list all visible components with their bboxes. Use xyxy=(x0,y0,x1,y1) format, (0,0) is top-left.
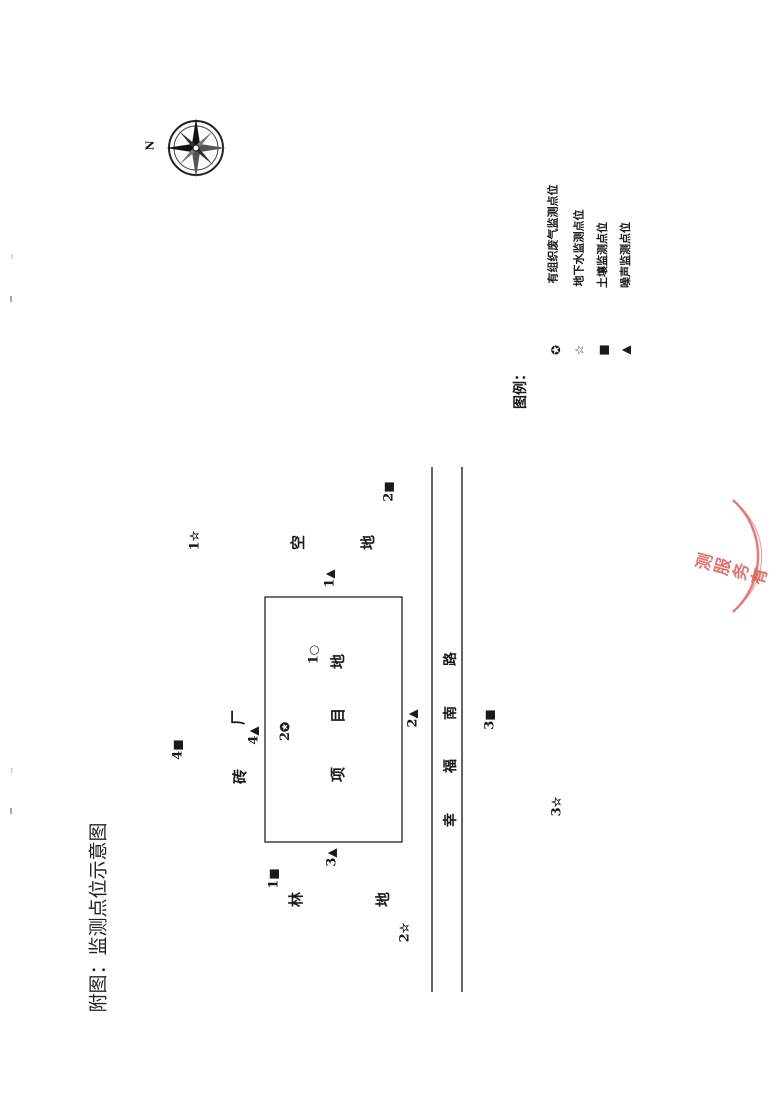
legend-text-exhaust: 有组织废气监测点位 xyxy=(546,184,560,284)
point-label: 2 xyxy=(397,933,413,943)
legend-symbol-noise: ▲ xyxy=(618,345,633,355)
point-groundwater-1: 1☆ xyxy=(187,531,202,551)
point-noise-2: 2▲ xyxy=(406,709,421,727)
point-groundwater-2: 2☆ xyxy=(397,923,412,943)
point-exhaust-1: 1○ xyxy=(306,645,321,665)
road-name-char-3: 南 xyxy=(443,706,459,720)
square-icon: ■ xyxy=(170,739,185,751)
red-seal-stamp xyxy=(732,499,763,613)
point-noise-3: 3▲ xyxy=(325,848,340,866)
point-label: 4 xyxy=(246,735,262,745)
triangle-icon: ▲ xyxy=(322,569,337,579)
point-label: 1 xyxy=(322,578,338,588)
square-icon: ■ xyxy=(266,868,281,880)
legend-symbol-soil: ■ xyxy=(596,344,611,356)
road-name-char-2: 福 xyxy=(443,759,459,773)
point-label: 1 xyxy=(266,879,282,889)
legend-symbol-exhaust: ✪ xyxy=(549,344,564,356)
point-soil-2: 2■ xyxy=(382,481,397,501)
area-label-vacant-2: 地 xyxy=(359,534,378,551)
star-icon: ☆ xyxy=(549,796,564,808)
point-label: 3 xyxy=(549,807,565,817)
gear-star-icon: ✪ xyxy=(278,721,293,733)
triangle-icon: ▲ xyxy=(405,709,420,719)
point-label: 1 xyxy=(306,655,322,665)
road-name-char-1: 幸 xyxy=(443,813,459,827)
star-icon: ☆ xyxy=(187,530,202,542)
point-soil-4: 4■ xyxy=(171,739,186,759)
triangle-icon: ▲ xyxy=(324,848,339,858)
square-icon: ■ xyxy=(381,481,396,493)
point-groundwater-3: 3☆ xyxy=(549,797,564,817)
legend-text-noise: 噪声监测点位 xyxy=(619,222,632,288)
page-title: 附图：监测点位示意图 xyxy=(87,822,110,1013)
point-soil-1: 1■ xyxy=(267,868,282,888)
legend-symbol-groundwater: ☆ xyxy=(572,344,587,356)
point-noise-1: 1▲ xyxy=(323,569,338,587)
point-soil-3: 3■ xyxy=(483,709,498,729)
point-label: 2 xyxy=(278,732,294,742)
point-label: 3 xyxy=(482,720,498,730)
area-label-project-2: 目 xyxy=(329,707,348,724)
point-label: 2 xyxy=(405,718,421,728)
project-boundary xyxy=(264,596,403,843)
point-noise-4: 4▲ xyxy=(247,726,262,744)
legend-text-soil: 土壤监测点位 xyxy=(596,222,609,288)
square-icon: ■ xyxy=(482,709,497,721)
area-label-vacant-1: 空 xyxy=(289,534,308,551)
point-label: 3 xyxy=(324,857,340,867)
area-label-brick-2: 厂 xyxy=(229,709,248,726)
area-label-project-3: 地 xyxy=(329,653,348,670)
circle-icon: ○ xyxy=(306,644,321,656)
compass-north-label: N xyxy=(143,140,157,151)
legend-text-groundwater: 地下水监测点位 xyxy=(572,209,586,287)
road-name-char-4: 路 xyxy=(443,652,459,666)
point-label: 2 xyxy=(381,492,397,502)
legend-heading: 图例： xyxy=(513,367,529,409)
point-label: 4 xyxy=(170,750,186,760)
star-icon: ☆ xyxy=(397,922,412,934)
area-label-forest-2: 地 xyxy=(374,891,393,908)
point-exhaust-2: 2✪ xyxy=(278,722,293,741)
compass-rose-icon xyxy=(166,118,226,178)
area-label-brick-1: 砖 xyxy=(231,768,250,785)
triangle-icon: ▲ xyxy=(246,726,261,736)
area-label-forest-1: 林 xyxy=(287,891,306,908)
area-label-project-1: 项 xyxy=(329,766,348,783)
point-label: 1 xyxy=(187,541,203,551)
